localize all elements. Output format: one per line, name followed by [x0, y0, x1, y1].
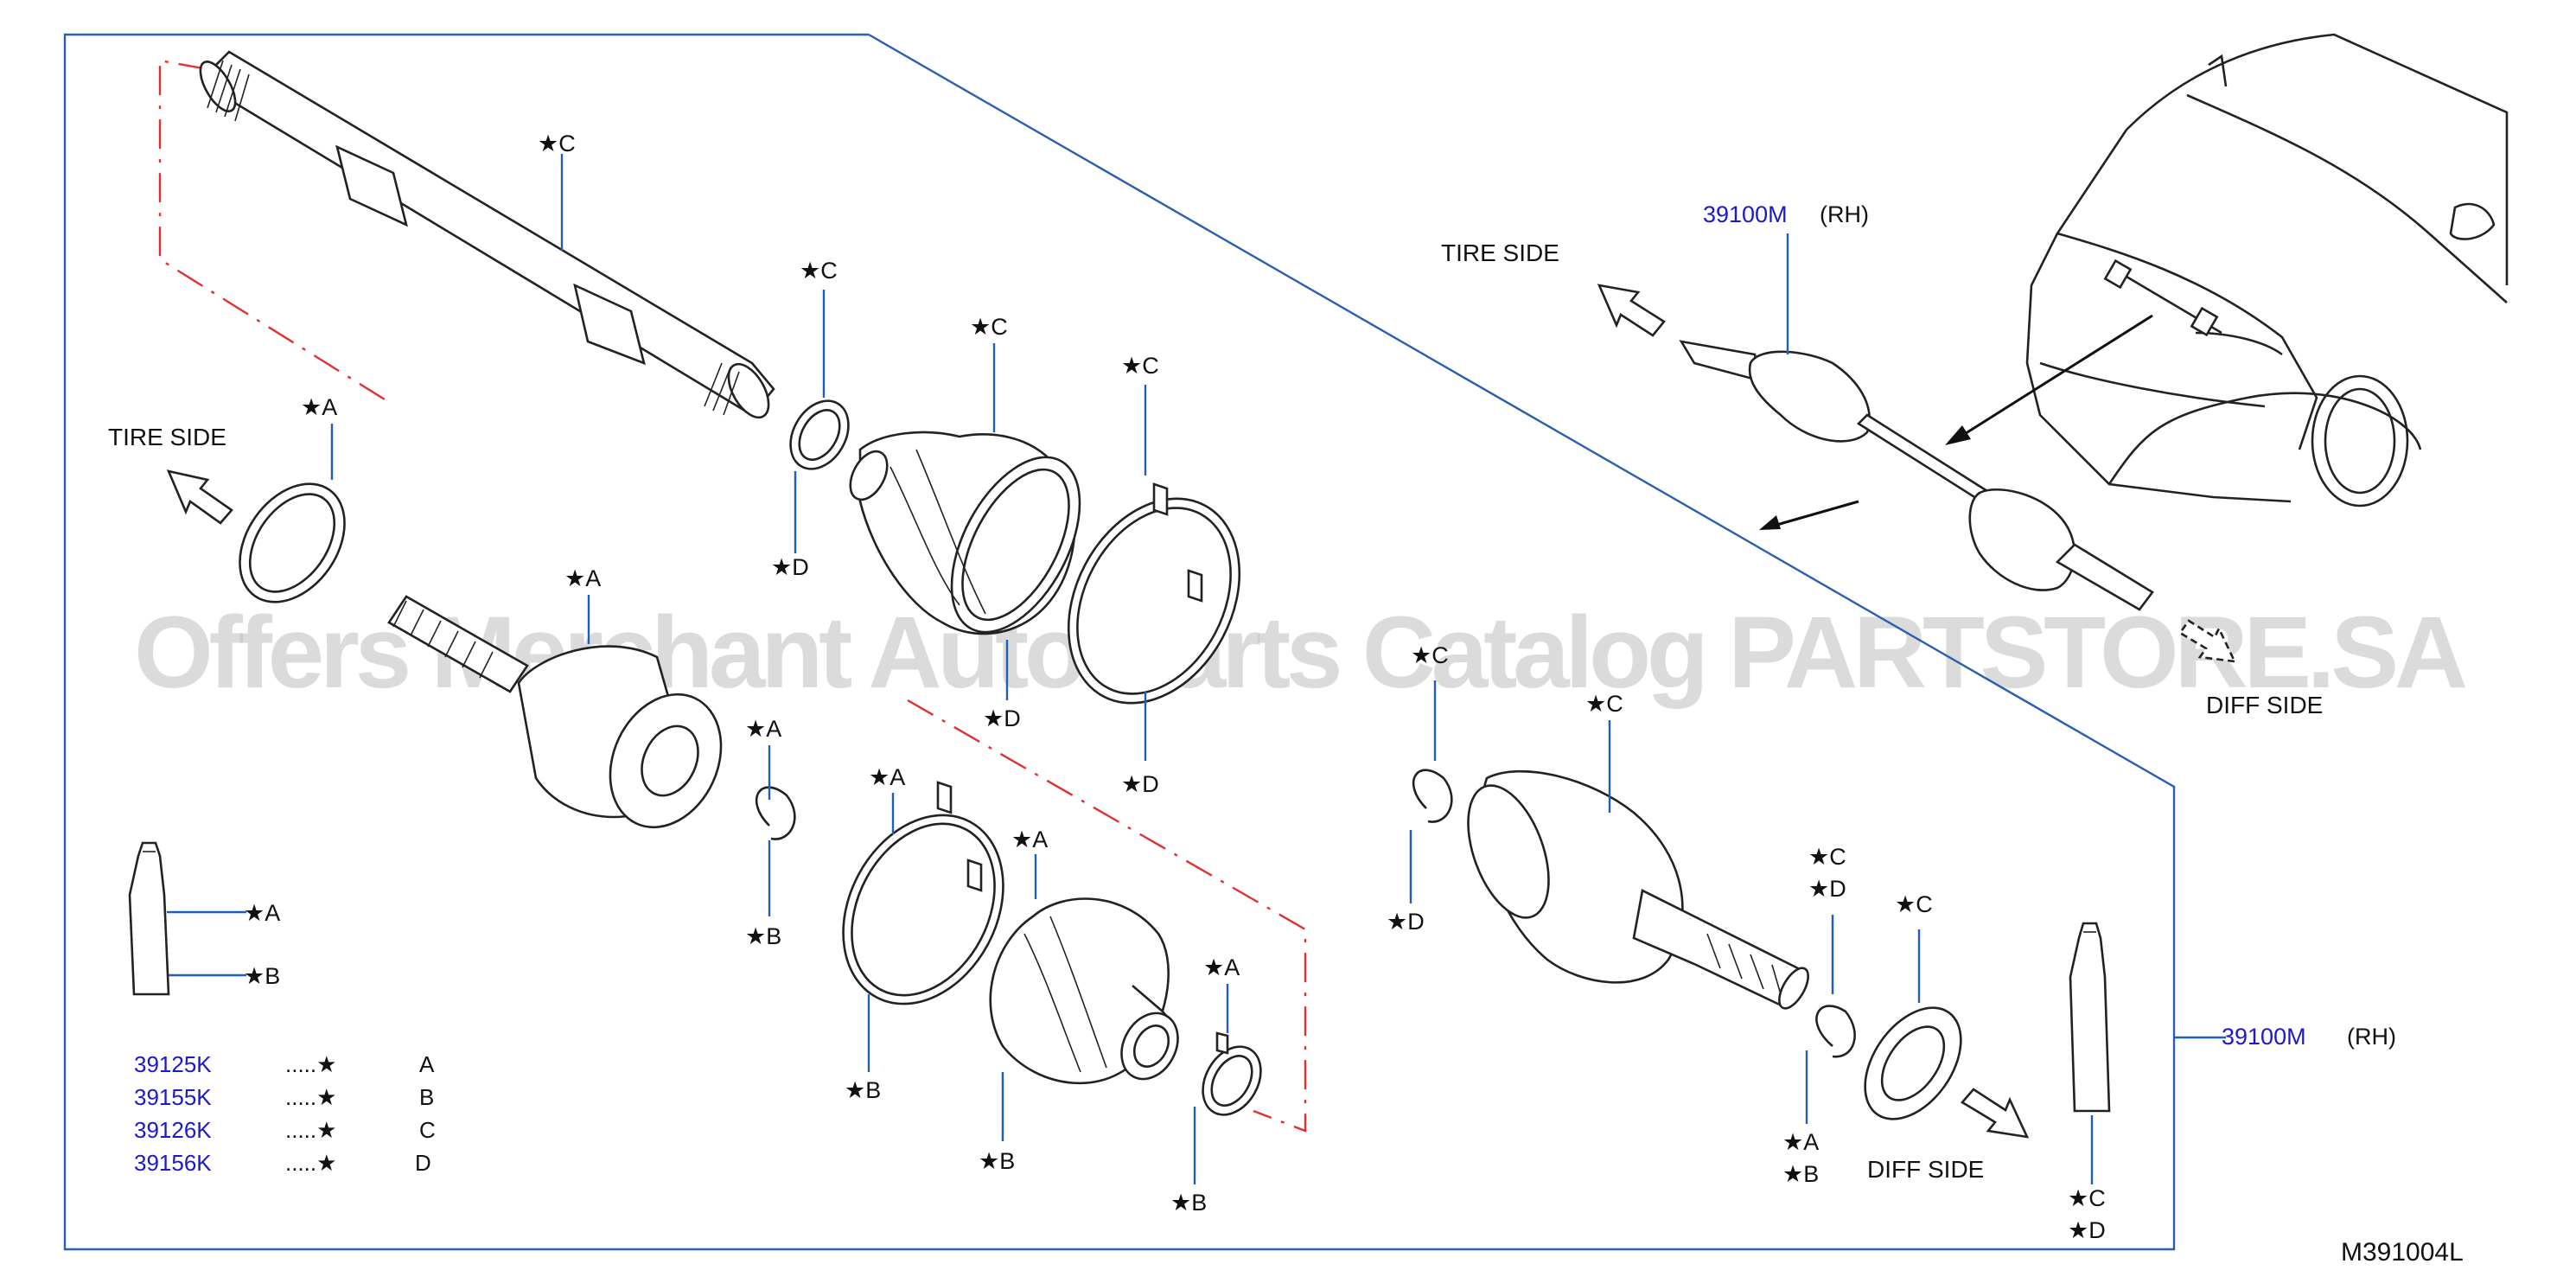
kit-legend: 39125K .....★ A 39155K .....★ B 39126K .…	[134, 1051, 436, 1176]
legend-letter: D	[415, 1150, 431, 1176]
assembly-side-right: (RH)	[2347, 1024, 2396, 1050]
legend-dots: .....★	[285, 1150, 336, 1176]
grease-tube-tire-side[interactable]	[128, 841, 170, 996]
marker-c-tube-right: ★C	[2068, 1185, 2106, 1211]
marker-b-diff-ring: ★B	[1782, 1161, 1819, 1187]
diff-side-label-lower: DIFF SIDE	[1867, 1156, 1984, 1183]
small-boot-band-a[interactable]	[1191, 1031, 1272, 1125]
marker-b-snap-ring: ★B	[745, 923, 781, 949]
dust-shield[interactable]	[1846, 990, 1980, 1137]
marker-c-snap-ring-right: ★C	[1411, 642, 1449, 668]
large-boot-band-a[interactable]	[812, 781, 1035, 1031]
marker-c-upper-boot: ★C	[970, 314, 1008, 340]
diff-side-arrow-lower	[1961, 1088, 2030, 1139]
legend-dots: .....★	[285, 1051, 336, 1077]
grease-tube-diff-side[interactable]	[2069, 922, 2111, 1113]
boot-tire-side-upper[interactable]	[843, 431, 1106, 653]
cut-line-lower	[907, 699, 1307, 1133]
marker-labels: ★C ★A ★C ★D ★C ★D ★C ★D ★A ★A ★B ★A ★B ★…	[244, 131, 2106, 1243]
marker-b-small-band: ★B	[1170, 1190, 1207, 1216]
legend-row: 39126K .....★ C	[134, 1117, 436, 1143]
assembly-side-top: (RH)	[1820, 201, 1869, 227]
tire-side-label-left: TIRE SIDE	[108, 424, 226, 450]
inner-cv-joint[interactable]	[1452, 769, 1814, 1012]
boot-band-tire-side[interactable]	[218, 464, 366, 622]
leader-lines	[167, 154, 2094, 1184]
marker-a-diff-ring: ★A	[1782, 1129, 1819, 1155]
vehicle-outline	[2025, 33, 2509, 507]
large-boot-band-c[interactable]	[1035, 469, 1273, 732]
legend-dots: .....★	[285, 1117, 336, 1143]
legend-part-link[interactable]: 39125K	[134, 1051, 212, 1077]
outer-cv-joint[interactable]	[387, 595, 742, 846]
assembly-part-link-top[interactable]: 39100M	[1703, 201, 1788, 227]
legend-letter: A	[419, 1051, 435, 1077]
marker-d-large-band: ★D	[1121, 771, 1159, 797]
legend-dots: .....★	[285, 1084, 336, 1110]
legend-letter: B	[419, 1084, 434, 1110]
cut-line-upper	[158, 59, 386, 401]
marker-a-large-band: ★A	[869, 764, 905, 790]
assembly-frame	[63, 33, 2226, 1251]
marker-c-small-band: ★C	[800, 258, 838, 284]
tire-side-arrow-left	[166, 469, 233, 525]
assembled-drive-shaft[interactable]	[1679, 340, 2154, 611]
tire-side-arrow-right	[1597, 284, 1666, 337]
marker-c-diff-ring: ★C	[1808, 844, 1846, 870]
legend-row: 39155K .....★ B	[134, 1084, 434, 1110]
marker-d-upper-boot: ★D	[983, 705, 1021, 731]
legend-part-link[interactable]: 39155K	[134, 1084, 212, 1110]
marker-a-snap-ring: ★A	[745, 716, 781, 742]
legend-part-link[interactable]: 39126K	[134, 1117, 212, 1143]
marker-b-tube-left: ★B	[244, 963, 280, 989]
legend-row: 39156K .....★ D	[134, 1150, 431, 1176]
snap-ring-c[interactable]	[1412, 769, 1453, 823]
boot-tire-side-lower[interactable]	[989, 897, 1189, 1089]
assembly-part-link-right[interactable]: 39100M	[2222, 1024, 2306, 1050]
marker-c-large-band: ★C	[1121, 353, 1159, 379]
location-pointer	[1759, 314, 2153, 530]
marker-b-large-band: ★B	[845, 1077, 881, 1103]
marker-a-tube-left: ★A	[244, 900, 280, 926]
marker-d-snap-ring-right: ★D	[1387, 909, 1425, 935]
snap-ring-tire-side[interactable]	[755, 786, 796, 840]
marker-a-lower-boot: ★A	[1011, 827, 1048, 852]
marker-a-tire-band: ★A	[301, 394, 337, 420]
marker-a-small-band: ★A	[1203, 954, 1240, 980]
marker-d-diff-ring: ★D	[1808, 876, 1846, 902]
marker-c-inner-joint: ★C	[1585, 691, 1623, 717]
snap-ring-diff-side[interactable]	[1815, 1005, 1856, 1058]
figure-code: M391004L	[2341, 1238, 2464, 1267]
marker-b-lower-boot: ★B	[979, 1148, 1015, 1174]
marker-d-tube-right: ★D	[2068, 1217, 2106, 1243]
tire-side-label-right: TIRE SIDE	[1441, 239, 1559, 266]
marker-c-dust-shield: ★C	[1895, 891, 1933, 917]
marker-d-small-band: ★D	[771, 554, 809, 580]
legend-letter: C	[419, 1117, 436, 1143]
diff-side-label-right: DIFF SIDE	[2206, 692, 2323, 718]
marker-c-shaft: ★C	[538, 131, 576, 156]
legend-row: 39125K .....★ A	[134, 1051, 435, 1077]
legend-part-link[interactable]: 39156K	[134, 1150, 212, 1176]
axle-shaft[interactable]	[194, 50, 777, 424]
diff-side-arrow-upper	[2178, 619, 2237, 663]
small-boot-band-c[interactable]	[779, 391, 860, 480]
marker-a-outer-joint: ★A	[564, 565, 601, 591]
